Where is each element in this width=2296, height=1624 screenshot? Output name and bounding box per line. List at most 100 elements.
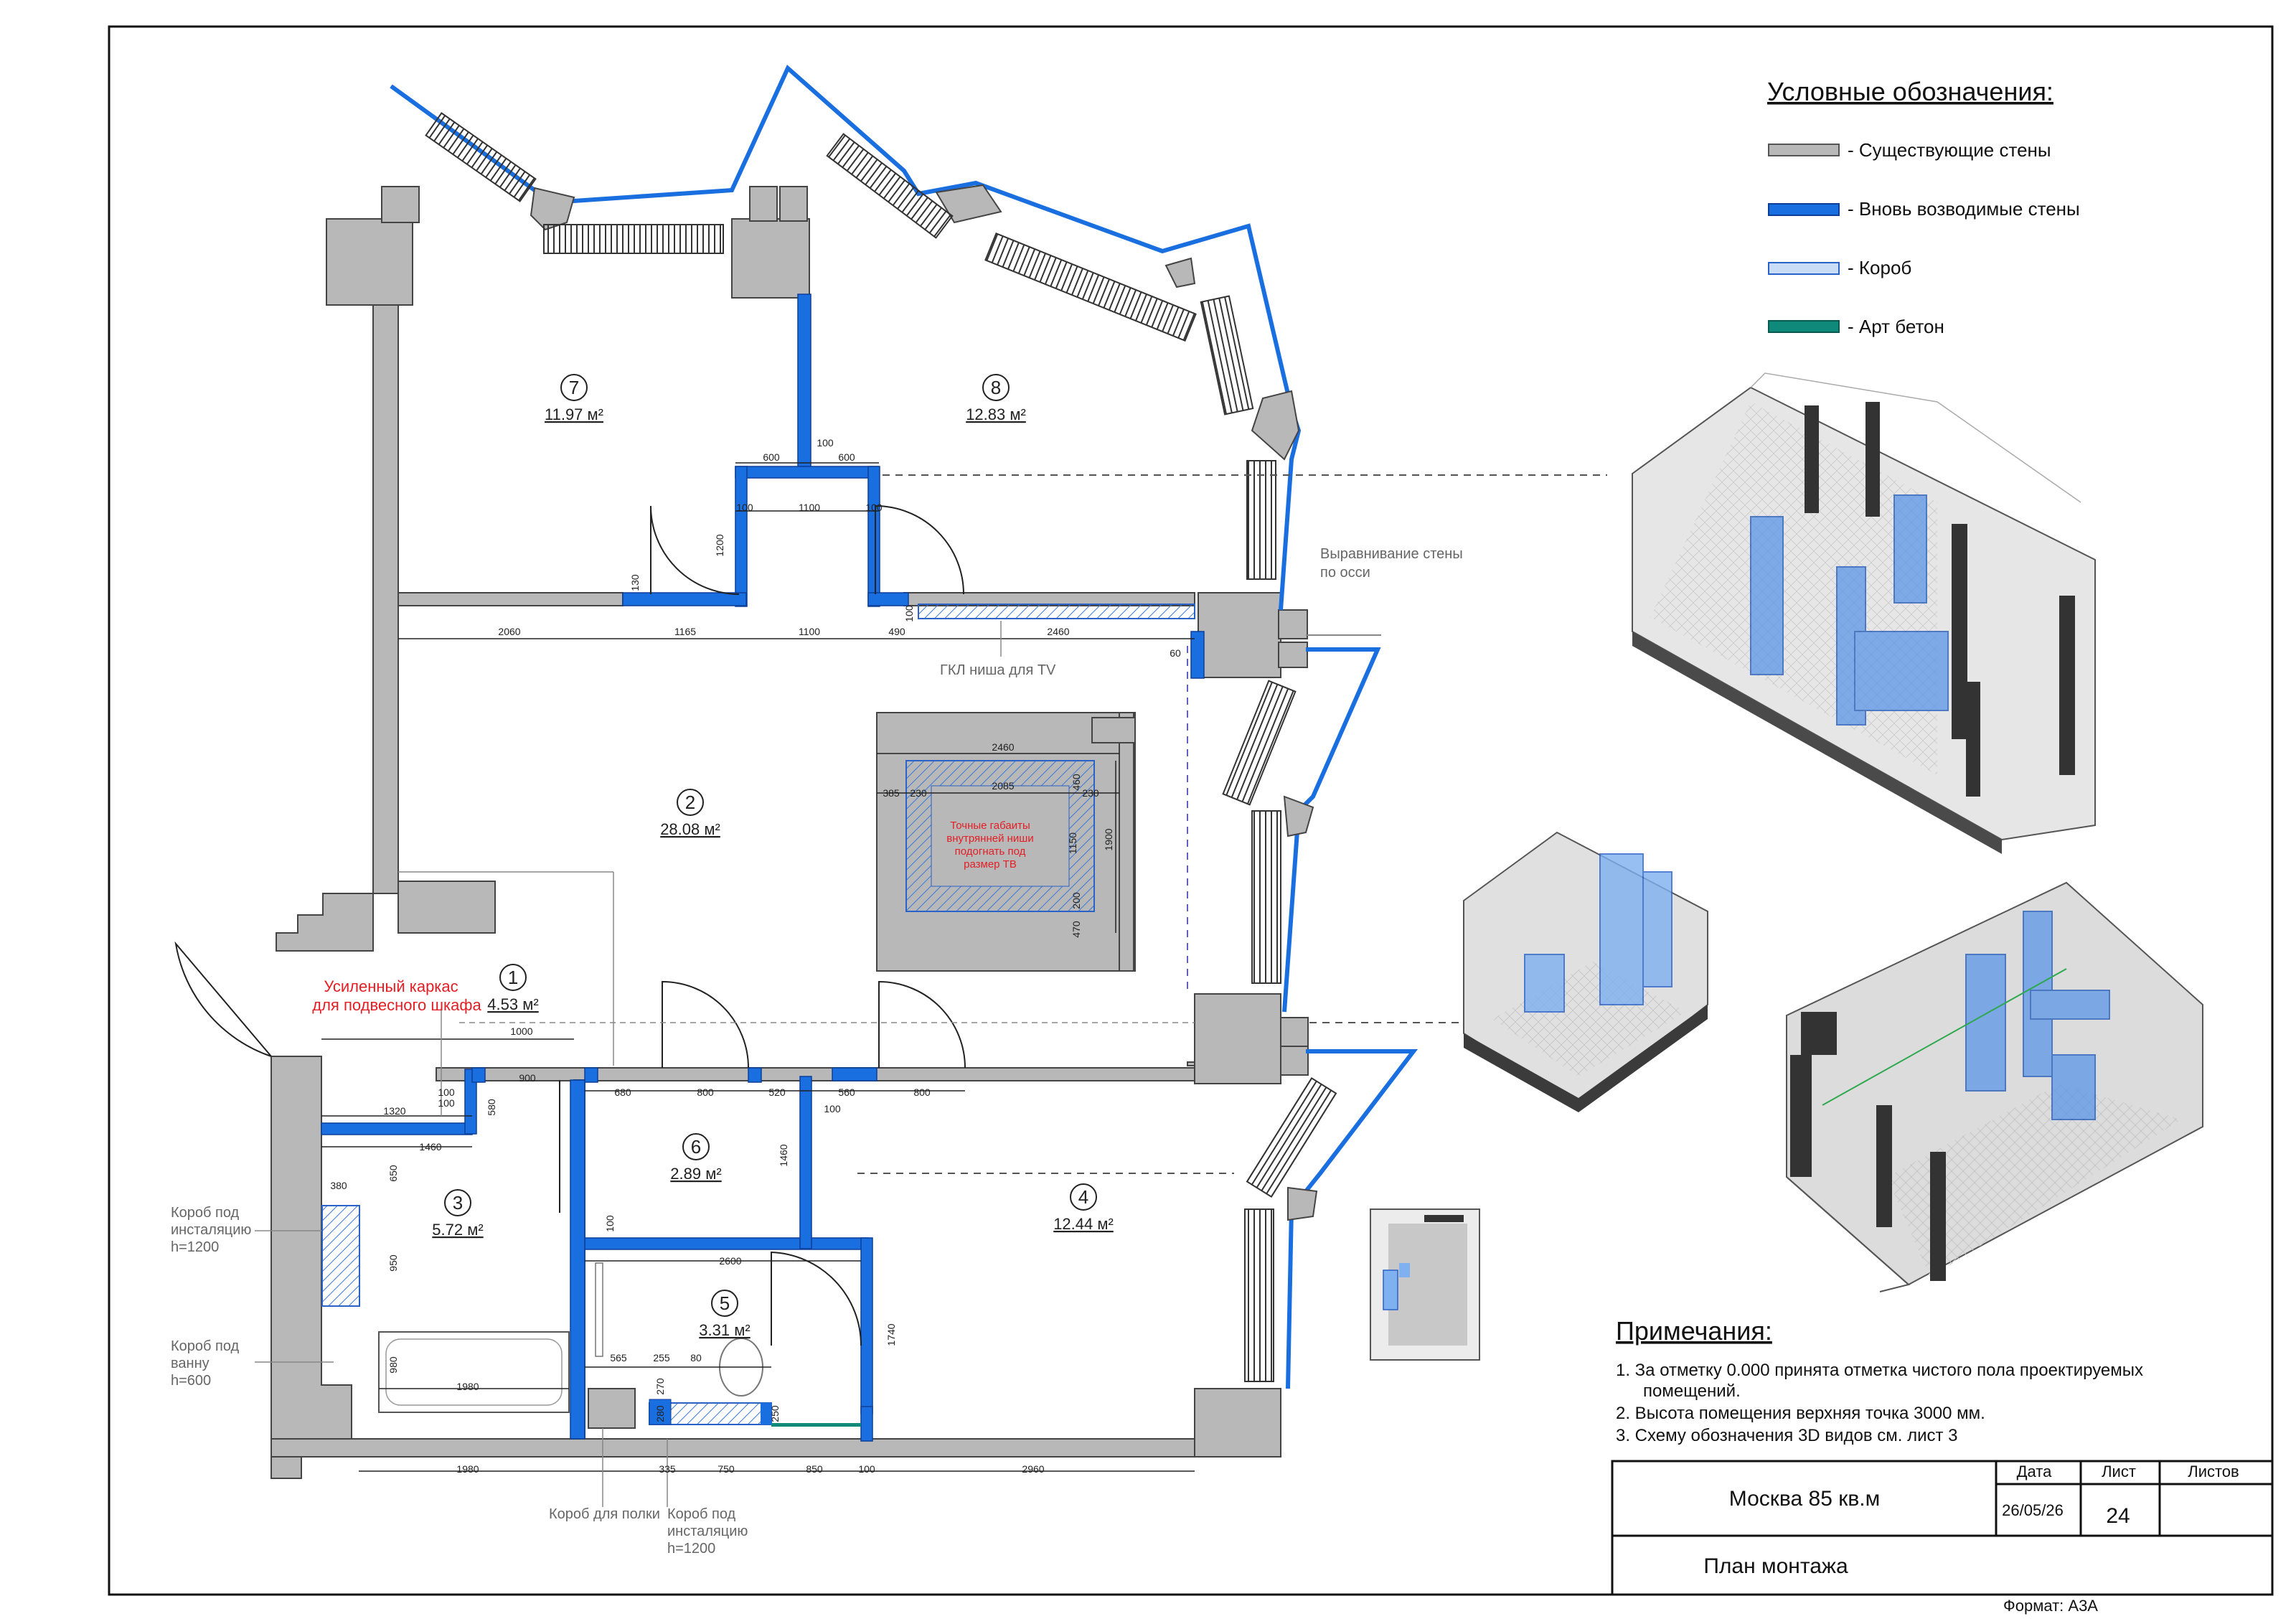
room-number: 8 bbox=[991, 377, 1001, 398]
room-5: 5 3.31 м² bbox=[699, 1290, 751, 1339]
dim: 100 bbox=[824, 1103, 841, 1114]
legend-swatch-art-concrete bbox=[1768, 320, 1840, 333]
dim: 1980 bbox=[456, 1463, 479, 1475]
room-7: 7 11.97 м² bbox=[545, 374, 603, 423]
room-number: 7 bbox=[569, 377, 579, 398]
dimension-labels: 100 600 600 1100 100 100 1200 130 2060 1… bbox=[330, 437, 1181, 1475]
box-bath-line3: h=600 bbox=[171, 1373, 211, 1389]
dim: 1100 bbox=[799, 502, 820, 513]
dim: 950 bbox=[387, 1254, 399, 1272]
dim: 1100 bbox=[799, 626, 820, 637]
3d-view-bedroom bbox=[1786, 881, 2203, 1292]
3d-view-bathroom bbox=[1463, 831, 1708, 1112]
dim: 100 bbox=[438, 1086, 455, 1098]
dim: 1460 bbox=[419, 1141, 441, 1153]
dim: 60 bbox=[1170, 647, 1181, 659]
room-8: 8 12.83 м² bbox=[966, 374, 1026, 423]
box-bath-line2: ванну bbox=[171, 1356, 210, 1371]
room-area: 12.83 м² bbox=[966, 405, 1026, 423]
dim: 1740 bbox=[885, 1323, 897, 1346]
note-1-line1: 1. За отметку 0.000 принята отметка чист… bbox=[1616, 1361, 2143, 1380]
box-bath-line1: Короб под bbox=[171, 1338, 240, 1354]
dim: 650 bbox=[387, 1165, 399, 1182]
box-install-left-line1: Короб под bbox=[171, 1205, 240, 1221]
reinforced-note-line2: для подвесного шкафа bbox=[312, 996, 481, 1014]
dim: 100 bbox=[903, 605, 915, 622]
room-2: 2 28.08 м² bbox=[660, 789, 720, 838]
dim: 385 bbox=[883, 787, 900, 799]
box-install-bottom-line3: h=1200 bbox=[667, 1541, 715, 1557]
tv-note-line4: размер ТВ bbox=[964, 858, 1017, 870]
dim: 2960 bbox=[1022, 1463, 1044, 1475]
dim: 1980 bbox=[456, 1381, 479, 1392]
box-install-bottom-line2: инсталяцию bbox=[667, 1524, 748, 1539]
legend: Условные обозначения: - Существующие сте… bbox=[1767, 77, 2080, 337]
legend-item-existing-walls: - Существующие стены bbox=[1848, 139, 2051, 161]
dim: 2060 bbox=[498, 626, 520, 637]
dim: 270 bbox=[654, 1378, 666, 1395]
notes-title: Примечания: bbox=[1616, 1316, 1772, 1346]
legend-item-box: - Короб bbox=[1848, 257, 1911, 278]
room-number: 4 bbox=[1078, 1186, 1088, 1208]
dim: 2460 bbox=[1047, 626, 1069, 637]
tv-niche-label: ГКЛ ниша для TV bbox=[940, 662, 1056, 678]
box-install-left-line2: инсталяцию bbox=[171, 1222, 251, 1238]
dim: 2085 bbox=[992, 780, 1014, 792]
room-area: 4.53 м² bbox=[487, 995, 538, 1013]
sheets-label: Листов bbox=[2188, 1463, 2239, 1480]
dim: 100 bbox=[438, 1097, 455, 1109]
note-3: 3. Схему обозначения 3D видов см. лист 3 bbox=[1616, 1426, 1957, 1445]
room-number: 5 bbox=[720, 1292, 730, 1314]
dim: 2600 bbox=[719, 1255, 741, 1267]
dim: 2460 bbox=[992, 741, 1014, 753]
box-install-left-line3: h=1200 bbox=[171, 1239, 219, 1255]
3d-view-small bbox=[1370, 1208, 1480, 1361]
dim: 460 bbox=[1071, 774, 1082, 791]
room-area: 12.44 м² bbox=[1053, 1215, 1114, 1233]
note-2: 2. Высота помещения верхняя точка 3000 м… bbox=[1616, 1404, 1985, 1423]
reinforced-note-line1: Усиленный каркас bbox=[324, 977, 458, 995]
dim: 680 bbox=[614, 1086, 631, 1098]
plan-drawing bbox=[174, 65, 1607, 1507]
dim: 980 bbox=[387, 1356, 399, 1374]
dim: 1165 bbox=[674, 626, 696, 637]
legend-swatch-box bbox=[1768, 262, 1840, 275]
legend-title: Условные обозначения: bbox=[1767, 77, 2053, 106]
sheet-label: Лист bbox=[2102, 1463, 2136, 1480]
sheet-name: План монтажа bbox=[1703, 1554, 1848, 1578]
dim: 255 bbox=[653, 1352, 670, 1363]
dim: 490 bbox=[888, 626, 905, 637]
tv-note-line3: подогнать под bbox=[955, 845, 1026, 858]
room-area: 28.08 м² bbox=[660, 820, 720, 838]
dim: 100 bbox=[736, 502, 753, 513]
room-number: 3 bbox=[453, 1192, 463, 1214]
dim: 560 bbox=[838, 1086, 855, 1098]
dim: 800 bbox=[697, 1086, 714, 1098]
room-area: 11.97 м² bbox=[545, 405, 603, 423]
dim: 230 bbox=[910, 787, 927, 799]
dim: 800 bbox=[913, 1086, 931, 1098]
note-1-line2: помещений. bbox=[1643, 1381, 1741, 1401]
legend-item-new-walls: - Вновь возводимые стены bbox=[1848, 198, 2080, 220]
dim: 580 bbox=[486, 1099, 497, 1116]
dim: 130 bbox=[629, 574, 641, 591]
legend-item-art-concrete: - Арт бетон bbox=[1848, 316, 1944, 337]
legend-swatch-new-walls bbox=[1768, 203, 1840, 216]
tv-note-line2: внутрянней ниши bbox=[946, 832, 1033, 845]
dim: 750 bbox=[718, 1463, 735, 1475]
dim: 600 bbox=[838, 451, 855, 463]
dim: 1460 bbox=[778, 1144, 789, 1166]
date-value: 26/05/26 bbox=[2002, 1501, 2064, 1519]
annotations: Выравнивание стены по осси ГКЛ ниша для … bbox=[171, 546, 1463, 1557]
room-labels: 7 11.97 м² 8 12.83 м² 2 28.08 м² 1 4.53 … bbox=[432, 374, 1114, 1339]
room-1: 1 4.53 м² bbox=[487, 964, 539, 1013]
dim: 200 bbox=[1071, 892, 1082, 909]
dim: 1000 bbox=[510, 1025, 532, 1037]
room-number: 6 bbox=[691, 1136, 701, 1158]
room-6: 6 2.89 м² bbox=[670, 1133, 722, 1183]
box-install-bottom-line1: Короб под bbox=[667, 1506, 736, 1522]
dim: 100 bbox=[865, 502, 883, 513]
dim: 1320 bbox=[383, 1105, 405, 1117]
dim: 250 bbox=[769, 1405, 781, 1422]
